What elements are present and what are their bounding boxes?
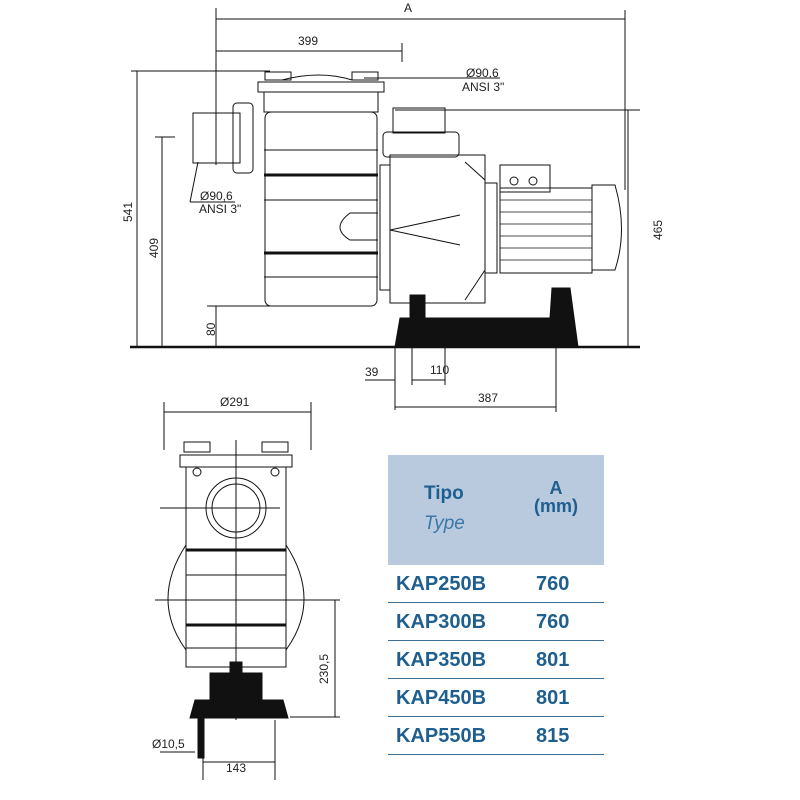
table-header: Tipo Type A (mm): [388, 455, 604, 565]
header-a-unit: (mm): [534, 496, 578, 516]
dim-10-5-label: Ø10,5: [152, 737, 185, 751]
outlet-standard-label: ANSI 3": [462, 80, 504, 94]
dim-399-label: 399: [298, 34, 318, 48]
header-type: Type: [424, 513, 465, 534]
table-row: KAP450B 801: [388, 679, 604, 717]
pump-side-view: [192, 71, 622, 307]
model-cell: KAP450B: [396, 687, 487, 709]
inlet-diameter-label: Ø90,6: [200, 189, 233, 203]
inlet-standard-label: ANSI 3": [199, 202, 241, 216]
front-view-base: [189, 661, 289, 759]
model-cell: KAP350B: [396, 649, 487, 671]
dim-39-label: 39: [365, 365, 379, 379]
dim-230-5-label: 230,5: [317, 654, 331, 684]
a-cell: 801: [536, 687, 570, 709]
a-cell: 760: [536, 611, 570, 633]
a-cell: 801: [536, 649, 570, 671]
model-table: Tipo Type A (mm) KAP250B 760 KAP300B 760 K…: [388, 455, 604, 755]
dim-387-label: 387: [478, 391, 498, 405]
dim-465-label: 465: [651, 220, 665, 240]
dim-541-label: 541: [121, 202, 135, 222]
table-row: KAP550B 815: [388, 717, 604, 755]
pump-front-view: [167, 441, 305, 668]
header-a: A (mm): [526, 479, 586, 515]
a-cell: 815: [536, 725, 570, 747]
pump-base: [394, 287, 579, 348]
table-row: KAP350B 801: [388, 641, 604, 679]
table-row: KAP250B 760: [388, 565, 604, 603]
dim-409-label: 409: [147, 238, 161, 258]
front-view-dimensions: [155, 402, 340, 780]
dim-80-label: 80: [204, 322, 218, 336]
dim-a-label: A: [404, 1, 412, 15]
header-tipo: Tipo: [424, 483, 464, 504]
model-cell: KAP250B: [396, 573, 487, 595]
model-cell: KAP300B: [396, 611, 487, 633]
outlet-diameter-label: Ø90,6: [466, 66, 499, 80]
dim-110-label: 110: [430, 363, 449, 377]
dim-143-label: 143: [226, 761, 246, 775]
table-row: KAP300B 760: [388, 603, 604, 641]
a-cell: 760: [536, 573, 570, 595]
model-cell: KAP550B: [396, 725, 487, 747]
header-a-label: A: [549, 478, 563, 498]
dim-291-label: Ø291: [220, 395, 250, 409]
